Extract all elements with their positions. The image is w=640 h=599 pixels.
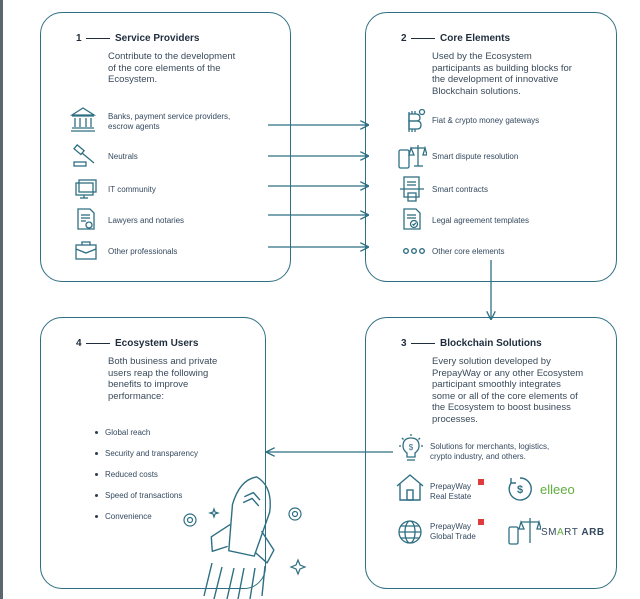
rocket-illustration [183,476,307,599]
lightbulb-icon: $ [399,434,423,461]
logo-global-trade: PrepayWay Global Trade [430,522,476,541]
ecosystem-users-description: Both business and private users reap the… [108,356,218,402]
benefit-item: Speed of transactions [95,491,182,500]
section-title: Core Elements [440,33,511,44]
elleeo-logo-text: elleeo [540,482,575,497]
smart-contract-icon [400,176,424,202]
svg-text:$: $ [517,484,523,496]
section-title: Blockchain Solutions [440,338,542,349]
item-neutrals: Neutrals [108,152,138,161]
item-money-gateways: Fiat & crypto money gateways [432,116,540,125]
item-smart-contracts: Smart contracts [432,185,489,194]
computer-icon [75,179,97,199]
solutions-text: Solutions for merchants, logistics, cryp… [430,442,550,461]
benefit-item: Convenience [95,512,152,521]
dispute-scale-icon [398,145,427,169]
core-elements-header: 2 Core Elements [401,33,510,44]
item-banks: Banks, payment service providers, escrow… [108,112,231,131]
benefit-item: Reduced costs [95,470,158,479]
section-number: 1 [76,33,82,44]
section-title: Service Providers [115,33,200,44]
header-dash [86,342,110,345]
section-number: 4 [76,338,82,349]
service-providers-description: Contribute to the development of the cor… [108,51,236,85]
smartarb-logo-text: SMART ARB [541,527,605,538]
ecosystem-users-header: 4 Ecosystem Users [76,338,198,349]
smartarb-logo-icon [508,518,541,545]
section-number: 2 [401,33,407,44]
swiss-flag-icon [478,519,484,525]
blockchain-solutions-description: Every solution developed by PrepayWay or… [432,356,584,425]
item-legal-templates: Legal agreement templates [432,216,529,225]
header-dash [411,37,435,40]
benefit-item: Global reach [95,428,150,437]
section-title: Ecosystem Users [115,338,199,349]
item-other-professionals: Other professionals [108,247,178,256]
swiss-flag-icon [478,479,484,485]
logo-real-estate: PrepayWay Real Estate [430,482,472,501]
header-dash [411,342,435,345]
item-lawyers: Lawyers and notaries [108,216,185,225]
ecosystem-users-box [40,317,266,589]
item-smart-dispute: Smart dispute resolution [432,152,519,161]
core-elements-box [365,12,617,282]
benefit-item: Security and transparency [95,449,198,458]
legal-template-icon [403,208,421,230]
briefcase-icon [75,241,97,260]
bitcoin-icon [408,108,426,132]
left-edge-bar [0,0,3,599]
more-dots-icon [403,248,425,254]
gavel-icon [73,144,95,167]
item-it-community: IT community [108,185,156,194]
globe-icon [398,520,422,544]
house-icon [396,474,424,501]
item-other-core: Other core elements [432,247,505,256]
service-providers-header: 1 Service Providers [76,33,200,44]
svg-text:$: $ [409,443,414,452]
elleeo-logo-icon: $ [508,477,532,501]
service-providers-box [40,12,291,282]
header-dash [86,37,110,40]
section-number: 3 [401,338,407,349]
bank-icon [70,107,96,132]
core-elements-description: Used by the Ecosystem participants as bu… [432,51,572,97]
certificate-icon [77,208,95,230]
blockchain-solutions-header: 3 Blockchain Solutions [401,338,542,349]
